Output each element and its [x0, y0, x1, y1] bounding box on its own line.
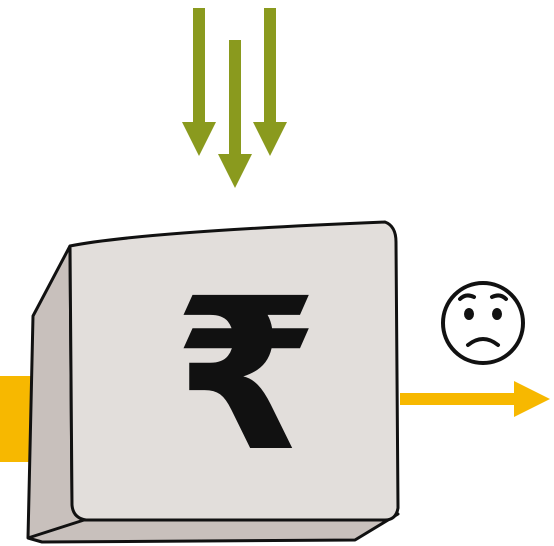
block-bottom-edge — [27, 518, 85, 540]
sad-face-icon — [441, 281, 525, 365]
pressure-arrows — [182, 8, 287, 188]
down-arrow-icon — [182, 8, 216, 156]
rupee-symbol: ₹ — [173, 253, 319, 498]
right-arrow-icon — [400, 381, 550, 417]
down-arrow-icon — [218, 40, 252, 188]
down-arrow-icon — [253, 8, 287, 156]
rupee-block: ₹ — [26, 220, 400, 544]
